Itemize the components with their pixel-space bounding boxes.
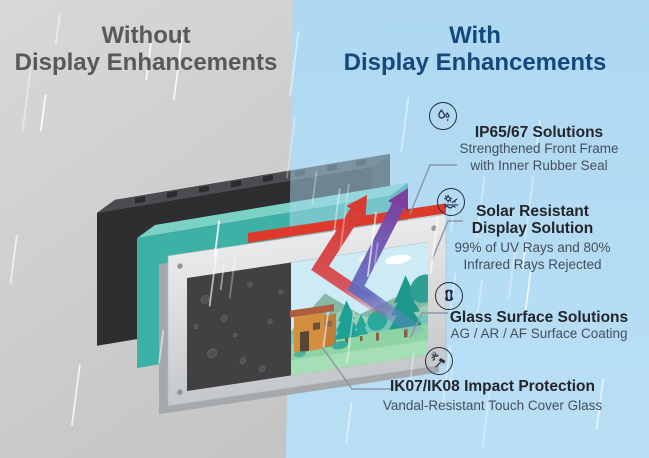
callout-line-solar [431,220,463,261]
feature-ip65-67: IP65/67 Solutions Strengthened Front Fra… [425,124,649,174]
feature-solar-resistant: Solar Resistant Display Solution 99% of … [425,203,640,273]
feature-solar-title-1: Solar Resistant [476,203,589,220]
rain-streaks [9,14,605,450]
callout-line-glass [409,312,448,339]
reflected-ray-arrows [311,188,424,340]
solar-sun-icon [437,188,465,216]
feature-solar-title-2: Display Solution [471,220,594,237]
feature-glass-surface: Glass Surface Solutions AG / AR / AF Sur… [428,309,649,343]
feature-ip65-67-desc-2: with Inner Rubber Seal [470,157,608,173]
feature-glass-desc: AG / AR / AF Surface Coating [450,326,628,341]
feature-impact-protection: IK07/IK08 Impact Protection Vandal-Resis… [375,378,610,415]
callout-line-seal [409,164,457,215]
feature-glass-title: Glass Surface Solutions [449,309,629,326]
feature-ip65-67-title: IP65/67 Solutions [474,124,604,141]
heading-with-line2: Display Enhancements [343,49,607,76]
screen-raindrops [193,281,284,373]
callout-line-impact [321,346,392,390]
glass-layers-icon [435,282,463,310]
impact-hammer-icon [425,347,453,375]
heading-with-line1: With [449,22,501,49]
feature-solar-desc-2: Infrared Rays Rejected [463,256,602,272]
feature-impact-desc: Vandal-Resistant Touch Cover Glass [382,398,603,413]
feature-solar-desc-1: 99% of UV Rays and 80% [454,240,611,255]
heading-without-line2: Display Enhancements [14,49,278,76]
arrow-purple-head [388,188,408,211]
heading-without-line1: Without [101,22,191,49]
water-droplets-icon [429,102,457,130]
heading-with: With Display Enhancements [330,22,620,76]
feature-impact-title: IK07/IK08 Impact Protection [389,378,595,395]
arrow-purple [347,203,424,340]
callout-lines [321,164,463,390]
heading-without: Without Display Enhancements [0,22,292,76]
feature-ip65-67-desc-1: Strengthened Front Frame [459,141,619,156]
arrow-red-head [346,195,367,218]
